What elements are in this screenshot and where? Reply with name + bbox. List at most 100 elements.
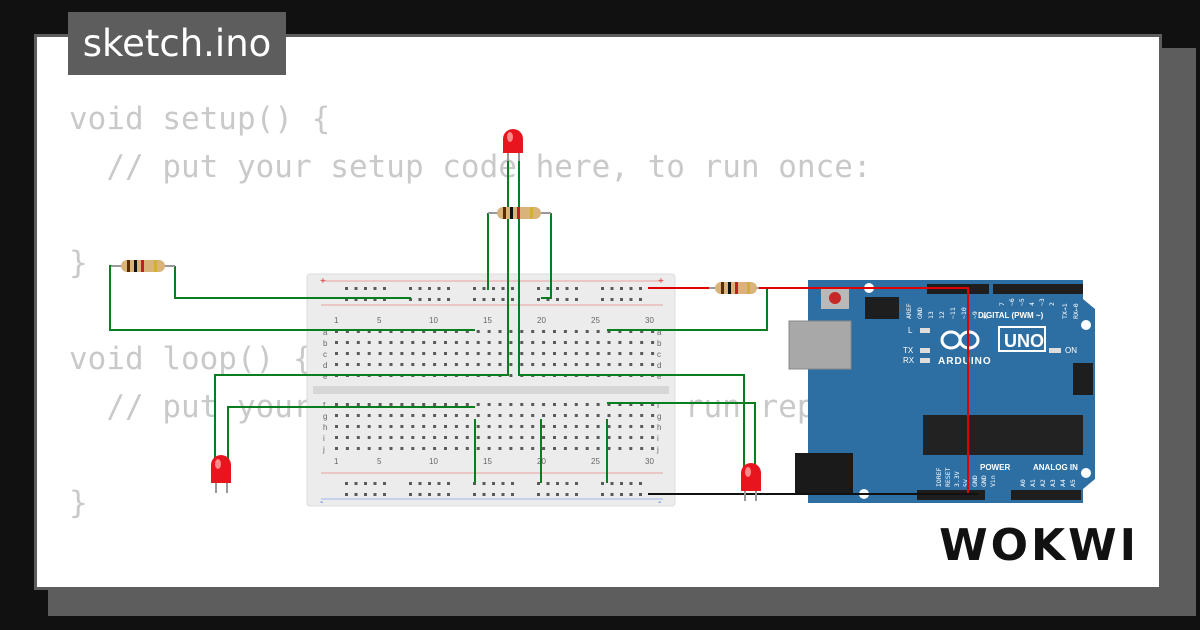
breadboard-hole[interactable] <box>546 493 550 496</box>
breadboard-hole[interactable] <box>487 330 491 333</box>
breadboard-hole[interactable] <box>531 363 535 366</box>
breadboard-hole[interactable] <box>465 341 469 344</box>
breadboard-hole[interactable] <box>356 363 360 366</box>
wires[interactable] <box>109 158 978 495</box>
breadboard-hole[interactable] <box>433 403 437 406</box>
breadboard-hole[interactable] <box>383 298 386 301</box>
led-red[interactable] <box>211 455 231 493</box>
breadboard-hole[interactable] <box>629 287 633 290</box>
breadboard-hole[interactable] <box>345 352 349 355</box>
breadboard-hole[interactable] <box>618 352 622 355</box>
breadboard-hole[interactable] <box>487 414 491 417</box>
breadboard-hole[interactable] <box>618 425 622 428</box>
breadboard-hole[interactable] <box>454 436 458 439</box>
breadboard-hole[interactable] <box>428 298 431 301</box>
breadboard-hole[interactable] <box>620 482 623 485</box>
breadboard-hole[interactable] <box>610 482 614 485</box>
breadboard-hole[interactable] <box>433 447 437 450</box>
breadboard-hole[interactable] <box>433 436 437 439</box>
breadboard-hole[interactable] <box>356 414 360 417</box>
breadboard-hole[interactable] <box>433 341 437 344</box>
breadboard-hole[interactable] <box>620 493 623 496</box>
breadboard-hole[interactable] <box>487 436 491 439</box>
breadboard-hole[interactable] <box>651 403 655 406</box>
breadboard-hole[interactable] <box>356 403 360 406</box>
breadboard-hole[interactable] <box>437 287 441 290</box>
breadboard-hole[interactable] <box>367 363 371 366</box>
breadboard-hole[interactable] <box>454 363 458 366</box>
breadboard-hole[interactable] <box>447 482 450 485</box>
breadboard-hole[interactable] <box>574 447 578 450</box>
breadboard-hole[interactable] <box>378 341 382 344</box>
breadboard-hole[interactable] <box>433 414 437 417</box>
breadboard-hole[interactable] <box>335 414 338 417</box>
breadboard-hole[interactable] <box>389 425 393 428</box>
breadboard-hole[interactable] <box>335 436 338 439</box>
breadboard-hole[interactable] <box>335 425 338 428</box>
breadboard-hole[interactable] <box>465 403 469 406</box>
breadboard-hole[interactable] <box>629 414 633 417</box>
breadboard-hole[interactable] <box>433 363 437 366</box>
breadboard-hole[interactable] <box>335 341 338 344</box>
breadboard-hole[interactable] <box>553 330 556 333</box>
breadboard-hole[interactable] <box>574 330 578 333</box>
breadboard-hole[interactable] <box>356 352 360 355</box>
breadboard-hole[interactable] <box>509 363 513 366</box>
breadboard-hole[interactable] <box>610 493 614 496</box>
wire-green[interactable] <box>214 158 509 483</box>
breadboard-hole[interactable] <box>537 287 540 290</box>
breadboard-hole[interactable] <box>422 425 426 428</box>
breadboard-hole[interactable] <box>378 363 382 366</box>
breadboard-hole[interactable] <box>482 493 486 496</box>
breadboard-hole[interactable] <box>444 341 447 344</box>
breadboard-hole[interactable] <box>454 403 458 406</box>
breadboard-hole[interactable] <box>354 287 358 290</box>
breadboard-hole[interactable] <box>640 341 644 344</box>
breadboard-hole[interactable] <box>651 414 655 417</box>
breadboard-hole[interactable] <box>354 482 358 485</box>
breadboard-hole[interactable] <box>629 447 633 450</box>
breadboard-hole[interactable] <box>509 425 513 428</box>
breadboard-hole[interactable] <box>487 425 491 428</box>
breadboard-hole[interactable] <box>378 414 382 417</box>
breadboard-hole[interactable] <box>509 447 513 450</box>
breadboard-hole[interactable] <box>498 363 502 366</box>
breadboard-hole[interactable] <box>473 287 476 290</box>
breadboard-hole[interactable] <box>563 363 567 366</box>
breadboard-hole[interactable] <box>574 352 578 355</box>
breadboard-hole[interactable] <box>345 298 348 301</box>
breadboard-hole[interactable] <box>444 425 447 428</box>
breadboard-hole[interactable] <box>556 482 559 485</box>
breadboard-hole[interactable] <box>433 352 437 355</box>
breadboard-hole[interactable] <box>574 425 578 428</box>
breadboard-hole[interactable] <box>556 298 559 301</box>
breadboard-hole[interactable] <box>335 403 338 406</box>
breadboard-hole[interactable] <box>476 352 480 355</box>
breadboard-hole[interactable] <box>389 363 393 366</box>
breadboard-hole[interactable] <box>444 363 447 366</box>
breadboard-hole[interactable] <box>345 482 348 485</box>
breadboard-hole[interactable] <box>383 493 386 496</box>
breadboard-hole[interactable] <box>418 287 422 290</box>
breadboard-hole[interactable] <box>411 403 415 406</box>
breadboard-hole[interactable] <box>422 330 426 333</box>
breadboard-hole[interactable] <box>465 436 469 439</box>
breadboard-hole[interactable] <box>476 436 480 439</box>
breadboard-hole[interactable] <box>610 298 614 301</box>
breadboard-hole[interactable] <box>596 341 600 344</box>
breadboard-hole[interactable] <box>400 341 404 344</box>
breadboard-hole[interactable] <box>498 352 502 355</box>
breadboard-hole[interactable] <box>422 403 426 406</box>
breadboard-hole[interactable] <box>563 414 567 417</box>
breadboard-hole[interactable] <box>447 287 450 290</box>
breadboard-hole[interactable] <box>563 436 567 439</box>
breadboard-hole[interactable] <box>418 298 422 301</box>
breadboard-hole[interactable] <box>487 447 491 450</box>
breadboard-hole[interactable] <box>546 287 550 290</box>
breadboard-hole[interactable] <box>498 447 502 450</box>
breadboard-hole[interactable] <box>437 482 441 485</box>
breadboard-hole[interactable] <box>607 447 611 450</box>
breadboard-hole[interactable] <box>433 425 437 428</box>
breadboard-hole[interactable] <box>520 447 524 450</box>
breadboard-hole[interactable] <box>437 493 441 496</box>
